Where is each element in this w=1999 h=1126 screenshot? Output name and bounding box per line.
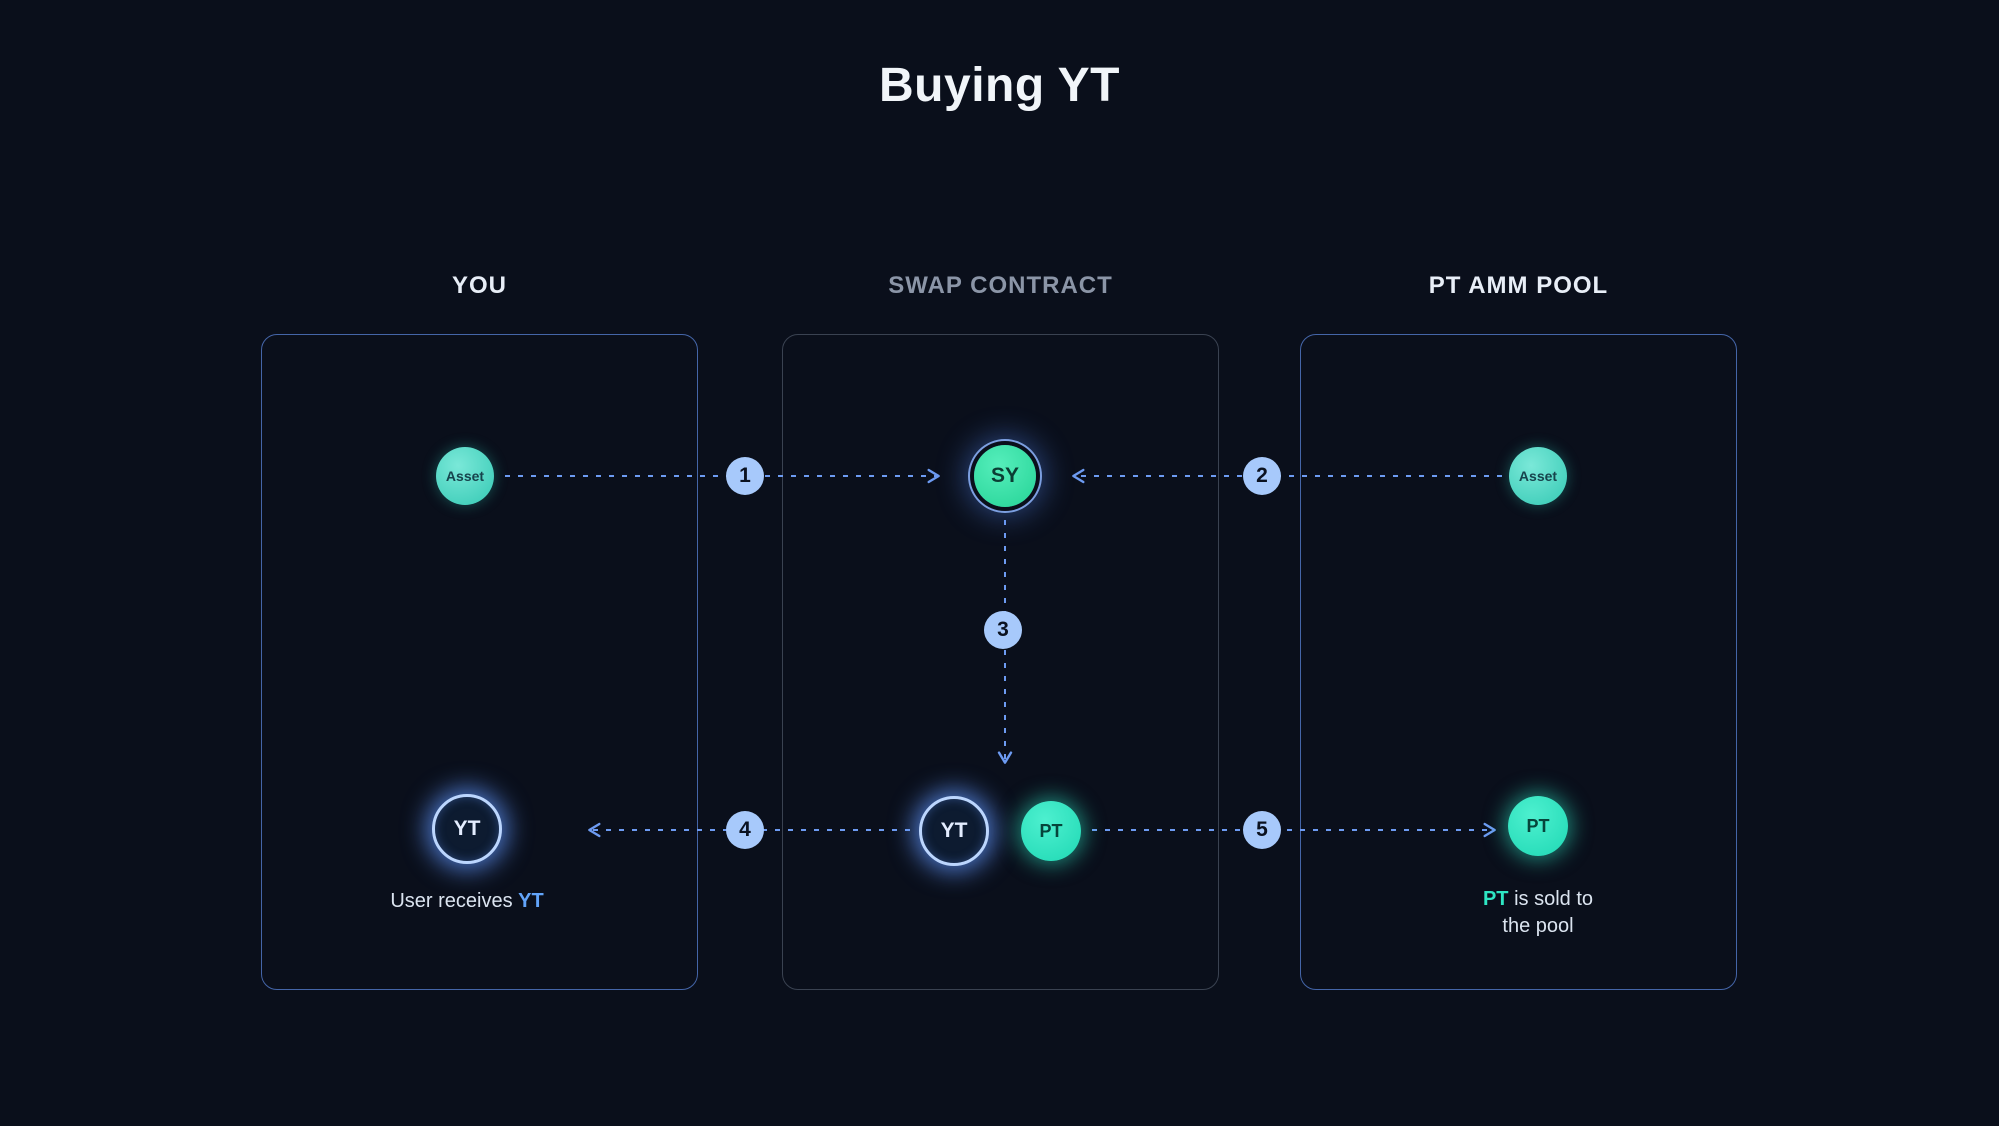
asset-token-pool: Asset — [1509, 447, 1567, 505]
pool-caption-text: is sold to — [1508, 888, 1594, 910]
diagram-title: Buying YT — [879, 59, 1120, 112]
sy-token-swap: SY — [974, 445, 1036, 507]
pt-token-swap: PT — [1021, 801, 1081, 861]
yt-token-swap: YT — [919, 796, 989, 866]
column-header-you: YOU — [451, 272, 507, 299]
pool-caption: PT is sold to the pool — [1428, 886, 1648, 940]
you-caption: User receives YT — [390, 888, 543, 915]
yt-token-you: YT — [432, 794, 502, 864]
step-badge-3: 3 — [984, 611, 1022, 649]
pt-amm-pool-box — [1300, 334, 1737, 990]
you-caption-highlight: YT — [518, 890, 544, 912]
you-box — [261, 334, 698, 990]
step-badge-4: 4 — [726, 811, 764, 849]
swap-contract-box — [782, 334, 1219, 990]
pt-token-pool: PT — [1508, 796, 1568, 856]
you-caption-text: User receives — [390, 890, 519, 912]
step-badge-5: 5 — [1243, 811, 1281, 849]
pool-caption-line2: the pool — [1502, 915, 1574, 937]
asset-token-you: Asset — [436, 447, 494, 505]
column-header-swap-contract: SWAP CONTRACT — [888, 272, 1113, 299]
step-badge-1: 1 — [726, 457, 764, 495]
pool-caption-highlight: PT — [1482, 888, 1509, 910]
column-header-pt-amm-pool: PT AMM POOL — [1428, 272, 1609, 299]
step-badge-2: 2 — [1243, 457, 1281, 495]
